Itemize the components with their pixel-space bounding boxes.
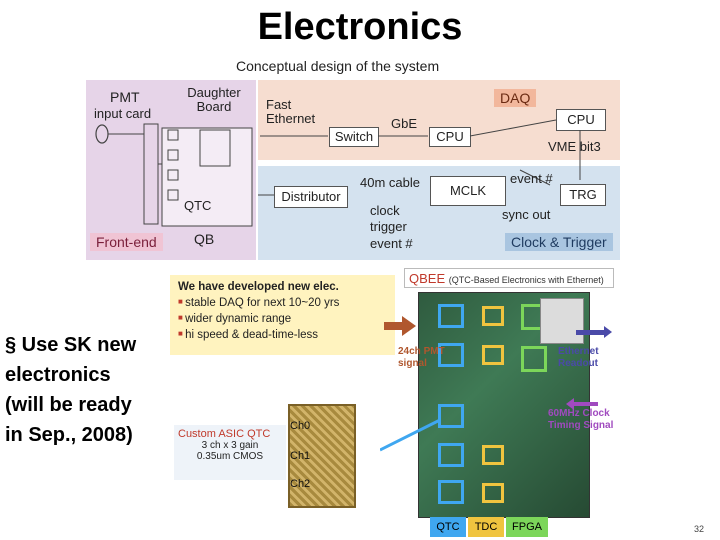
- page-number: 32: [694, 524, 705, 534]
- asic-line: 3 ch x 3 gain: [201, 440, 259, 451]
- left-note: § Use SK new electronics (will be ready …: [5, 330, 165, 450]
- qtc-chip: [438, 304, 464, 328]
- daughter-board-label: Daughter Board: [187, 85, 241, 115]
- bullet-item: stable DAQ for next 10~20 yrs: [178, 297, 387, 309]
- pmt-label: PMT: [110, 89, 140, 105]
- cpu-box: CPU: [556, 109, 606, 131]
- bullet-item: wider dynamic range: [178, 313, 387, 325]
- qbee-subtitle: (QTC-Based Electronics with Ethernet): [448, 275, 604, 285]
- legend-fpga: FPGA: [506, 517, 548, 537]
- fpga-chip: [521, 346, 547, 372]
- cable-label: 40m cable: [360, 175, 420, 190]
- tdc-chip: [482, 445, 504, 465]
- bullets-heading: We have developed new elec.: [178, 281, 339, 293]
- qtc-chip: [438, 343, 464, 367]
- switch-box: Switch: [329, 127, 379, 147]
- development-bullets: We have developed new elec. stable DAQ f…: [170, 275, 395, 355]
- vme-label: VME bit3: [548, 139, 601, 154]
- left-note-line: (will be ready: [5, 394, 132, 416]
- qb-label: QB: [194, 231, 215, 247]
- clock-signal-label: 60MHz Clock Timing Signal: [548, 408, 614, 431]
- qbee-title: QBEE: [409, 271, 446, 286]
- event-text: event #: [370, 236, 413, 251]
- tdc-chip: [482, 483, 504, 503]
- qtc-small-label: QTC: [184, 198, 212, 213]
- qtc-chip: [438, 404, 464, 428]
- event-number-label: event #: [510, 171, 553, 186]
- tdc-chip: [482, 306, 504, 326]
- clock-trigger-tag: Clock & Trigger: [505, 233, 613, 251]
- legend-qtc: QTC: [430, 517, 466, 537]
- asic-die-photo: [288, 404, 356, 508]
- asic-line: 0.35um CMOS: [196, 451, 264, 462]
- mclk-box: MCLK: [430, 176, 506, 206]
- qbee-header: QBEE (QTC-Based Electronics with Etherne…: [404, 268, 614, 288]
- slide-title: Electronics: [257, 6, 463, 48]
- diagram-subtitle: Conceptual design of the system: [236, 58, 440, 74]
- daq-tag: DAQ: [494, 89, 537, 107]
- ch2-label: Ch2: [290, 478, 311, 490]
- trigger-text: trigger: [370, 219, 407, 234]
- trg-box: TRG: [560, 184, 606, 206]
- gbe-label: GbE: [391, 116, 418, 131]
- left-note-line: electronics: [5, 364, 111, 386]
- frontend-tag: Front-end: [90, 233, 163, 251]
- qtc-chip: [438, 480, 464, 504]
- qb-board-drawing: [95, 123, 253, 227]
- tdc-chip: [482, 345, 504, 365]
- clock-text: clock: [370, 203, 400, 218]
- qtc-chip: [438, 443, 464, 467]
- input-card-label: input card: [94, 106, 152, 121]
- left-note-line: § Use SK new: [5, 334, 137, 356]
- fast-ethernet-label: Fast Ethernet: [266, 97, 316, 127]
- ethernet-readout-label: Ethernet Readout: [558, 346, 599, 369]
- distributor-box: Distributor: [274, 186, 348, 208]
- ethernet-connector: [540, 298, 584, 344]
- legend-tdc: TDC: [468, 517, 504, 537]
- ch1-label: Ch1: [290, 450, 311, 462]
- asic-info-box: Custom ASIC QTC 3 ch x 3 gain 0.35um CMO…: [174, 425, 286, 480]
- cpu-small-box: CPU: [429, 127, 471, 147]
- callout-arrows: [380, 316, 612, 452]
- left-note-line: in Sep., 2008): [5, 424, 133, 446]
- asic-title: Custom ASIC QTC: [178, 428, 271, 440]
- sync-out-label: sync out: [502, 207, 551, 222]
- pmt-signal-label: 24ch PMT signal: [398, 346, 445, 369]
- bullet-item: hi speed & dead-time-less: [178, 329, 387, 341]
- ch0-label: Ch0: [290, 420, 311, 432]
